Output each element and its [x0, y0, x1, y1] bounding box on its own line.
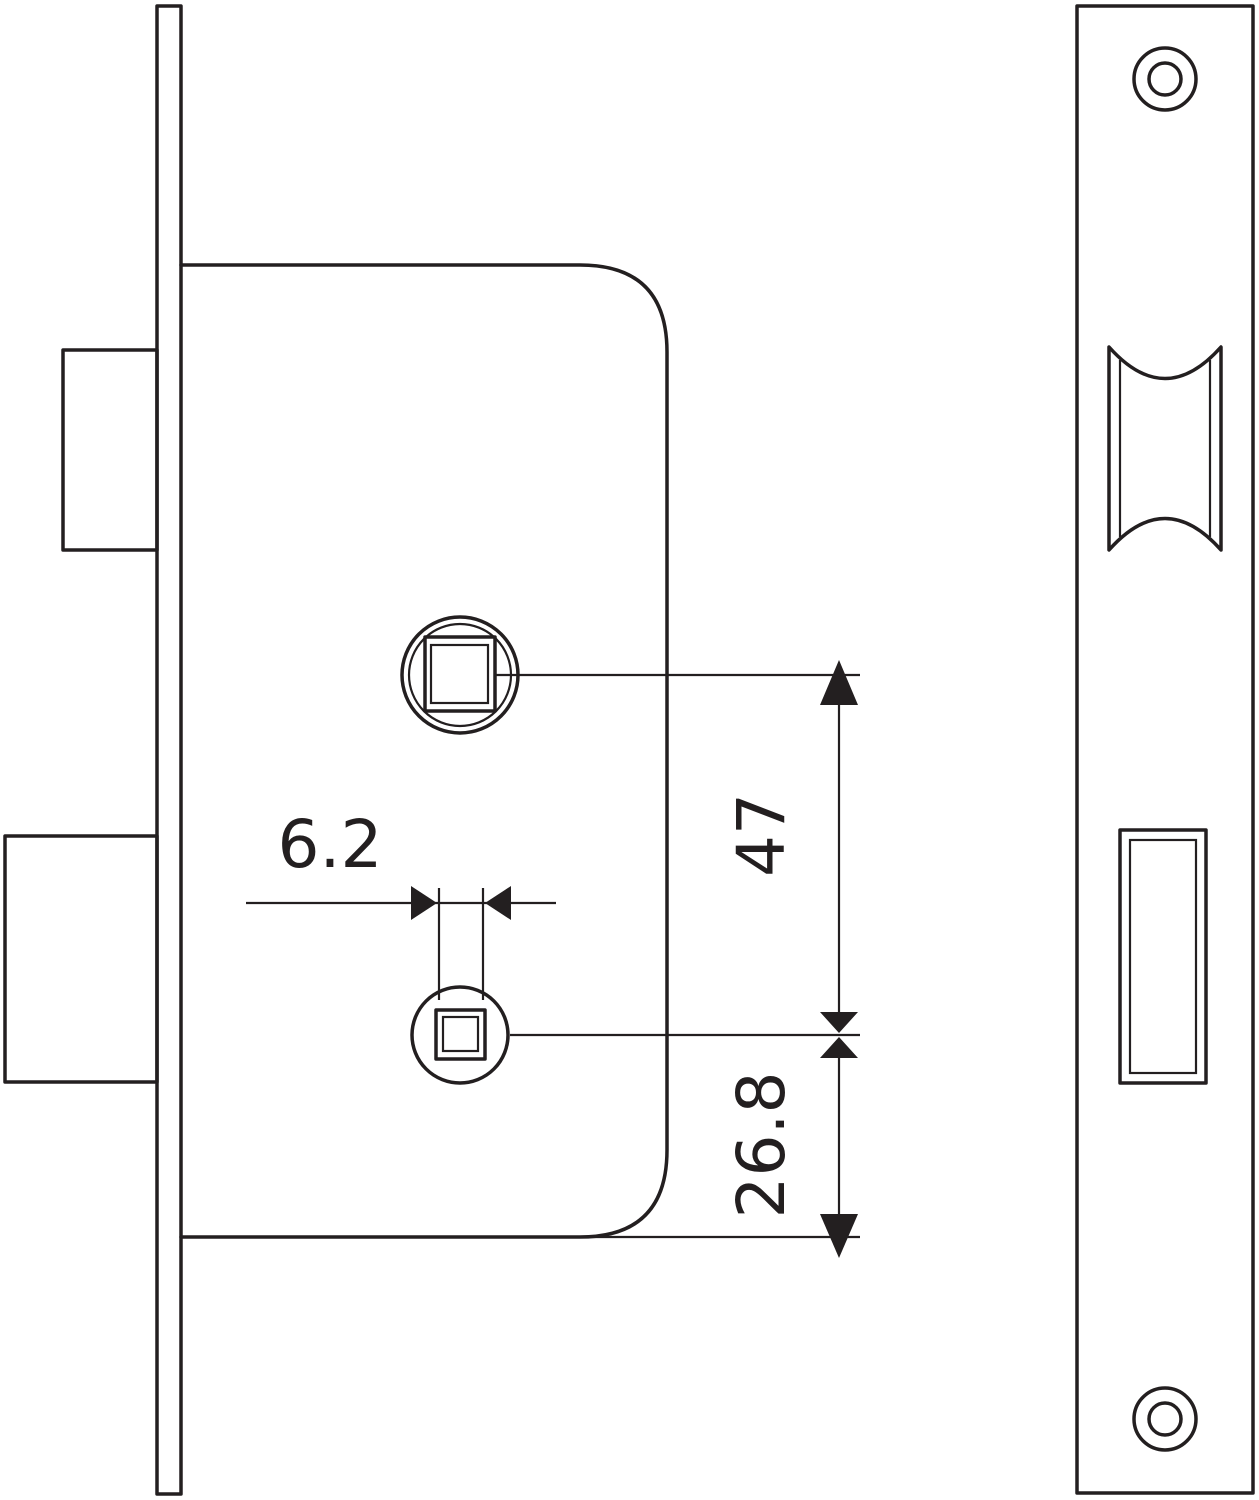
lock-side-view: 6.2 47 26.8 — [3, 4, 860, 1496]
forend-front-view — [1075, 4, 1255, 1495]
latch-opening — [1107, 345, 1223, 552]
dimension-centre-distance: 47 — [495, 660, 860, 1037]
dimension-label-6-2: 6.2 — [278, 806, 383, 883]
forend-plate — [155, 4, 183, 1496]
dimension-key-square: 6.2 — [246, 806, 556, 1000]
key-follower — [410, 985, 510, 1085]
dimension-label-47: 47 — [723, 793, 800, 877]
dimension-label-26-8: 26.8 — [723, 1072, 800, 1219]
forend-face — [1075, 4, 1255, 1495]
dimension-key-to-bottom: 26.8 — [580, 1037, 860, 1258]
deadbolt-opening — [1118, 828, 1208, 1085]
latch-bolt — [61, 348, 159, 552]
bottom-screw-hole — [1132, 1386, 1198, 1452]
dead-bolt — [3, 834, 159, 1084]
top-screw-hole — [1132, 46, 1198, 112]
lock-case — [179, 263, 669, 1239]
